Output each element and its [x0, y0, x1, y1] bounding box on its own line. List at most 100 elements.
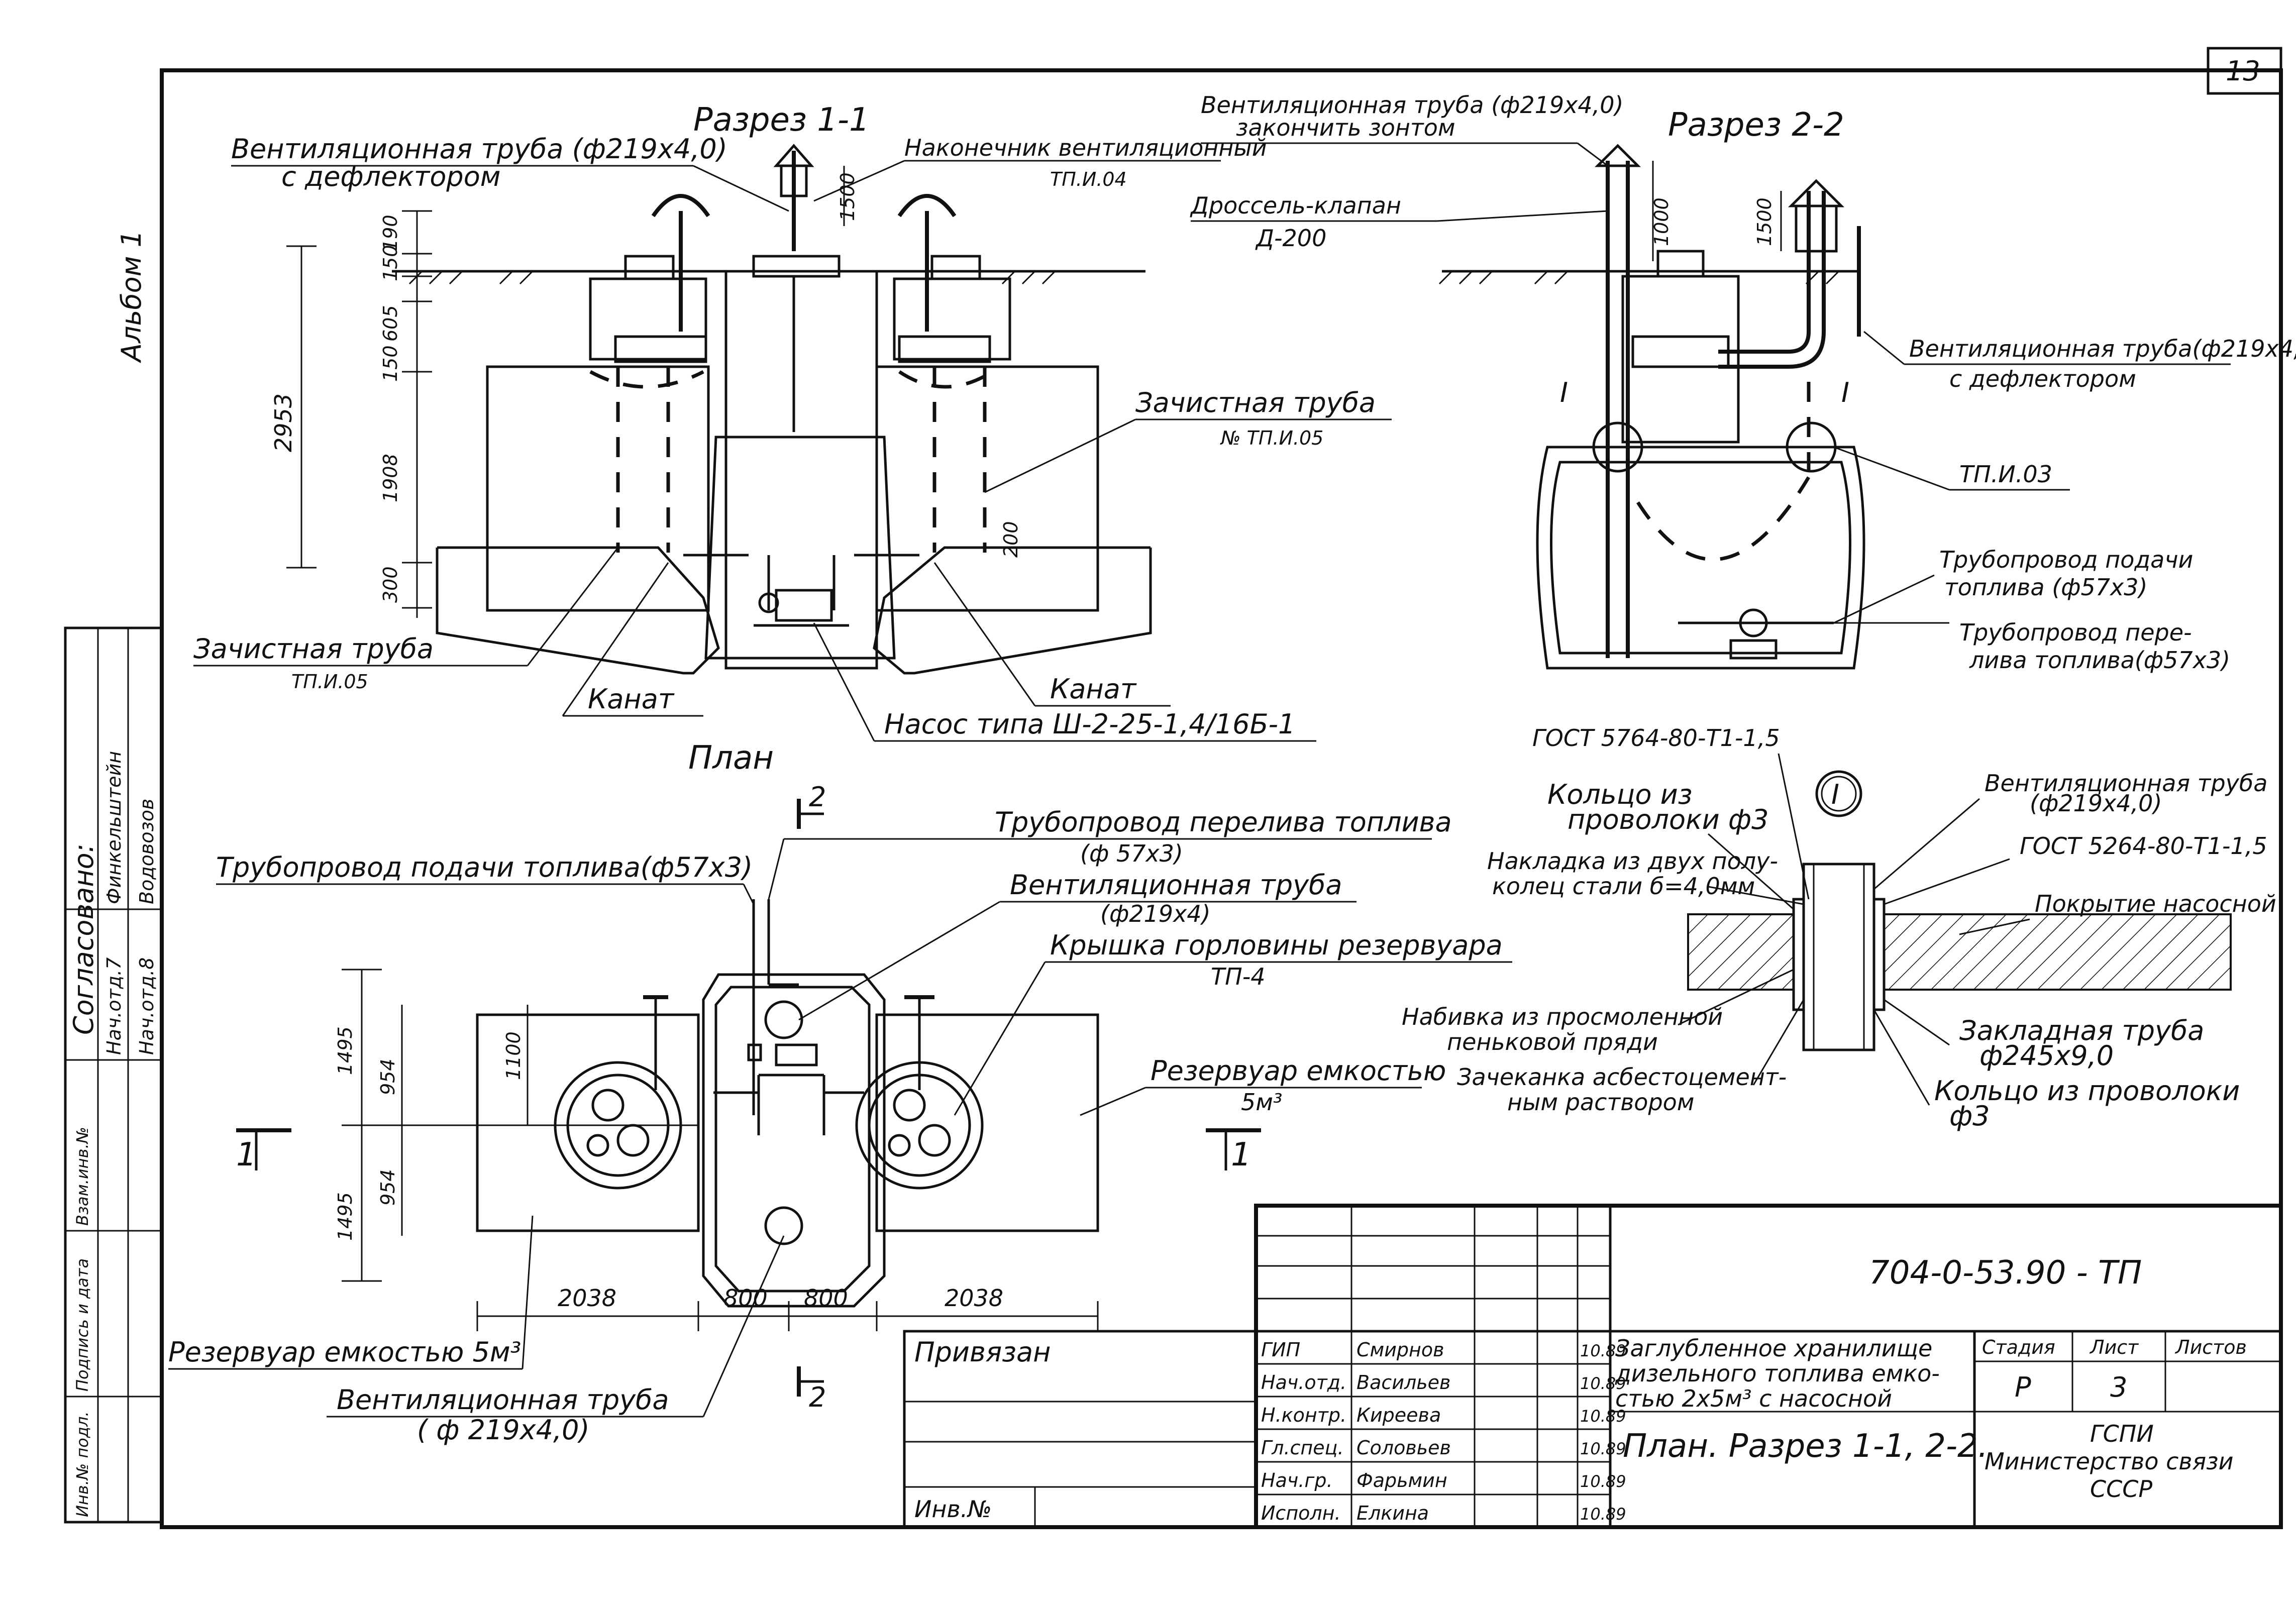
name-4: Соловьев: [1356, 1437, 1451, 1459]
dim-150a: 150: [379, 245, 401, 281]
org-line-3: СССР: [2090, 1475, 2152, 1503]
hatch-cover-code: ТП-4: [1211, 963, 1266, 990]
overflow-pipe-sub: лива топлива(ф57х3): [1969, 647, 2230, 674]
album-label: Альбом 1: [116, 230, 147, 363]
side-label-replace: Взам.инв.№: [73, 1127, 92, 1226]
rope-right-label: Канат: [1050, 673, 1137, 705]
name-5: Фарьмин: [1356, 1469, 1447, 1491]
section-1-1-title: Разрез 1-1: [693, 101, 870, 139]
sheet-title: План. Разрез 1-1, 2-2.: [1623, 1428, 1988, 1465]
dim-954-top: 954: [377, 1058, 399, 1095]
dim-1500-b: 1500: [1753, 197, 1776, 246]
vent-pipe-sub: с дефлектором: [281, 161, 500, 192]
date-5: 10.89: [1580, 1472, 1626, 1491]
vent-bottom-size: ( ф 219х4,0): [417, 1414, 590, 1446]
side-label-sign: Подпись и дата: [73, 1258, 92, 1392]
dim-300: 300: [379, 566, 401, 603]
ring-bottom-label: Кольцо из проволоки: [1934, 1075, 2240, 1107]
date-3: 10.89: [1580, 1407, 1626, 1426]
callout-right: I: [1841, 377, 1849, 408]
project-line-2: дизельного топлива емко-: [1615, 1360, 1940, 1387]
dim-1908: 1908: [379, 454, 401, 502]
cover-label: Покрытие насосной: [2035, 890, 2276, 917]
ring-top-sub: проволоки ф3: [1568, 804, 1768, 835]
dim-150b: 150: [379, 345, 401, 382]
sheet-header: Лист: [2089, 1336, 2139, 1358]
cut-1-left: 1: [236, 1136, 257, 1173]
pump-label: Насос типа Ш-2-25-1,4/16Б-1: [884, 708, 1295, 740]
name-6: Елкина: [1356, 1502, 1429, 1524]
dim-2038-left: 2038: [558, 1285, 616, 1312]
dim-1495-bottom: 1495: [334, 1192, 356, 1241]
dim-954-bottom: 954: [377, 1169, 399, 1206]
caulk-label: Зачеканка асбестоцемент-: [1457, 1063, 1787, 1091]
packing-sub: пеньковой пряди: [1447, 1028, 1658, 1055]
ring-bottom-sub: ф3: [1949, 1100, 1990, 1132]
project-line-1: Заглубленное хранилище: [1615, 1335, 1932, 1362]
dim-2953: 2953: [270, 393, 297, 452]
vent-tip-code: ТП.И.04: [1050, 168, 1127, 190]
approval-name-2: Водовозов: [136, 799, 158, 904]
overlay-sub: колец стали б=4,0мм: [1492, 873, 1755, 900]
approval-header: Согласовано:: [68, 843, 99, 1035]
section-2-2: Разрез 2-2 I I: [1190, 91, 2296, 674]
throttle-label: Дроссель-клапан: [1190, 192, 1401, 219]
feed-pipe-sub: топлива (ф57х3): [1944, 574, 2147, 601]
tank-right-size: 5м³: [1241, 1089, 1282, 1116]
date-2: 10.89: [1580, 1374, 1626, 1393]
doc-code: 704-0-53.90 - ТП: [1869, 1254, 2142, 1292]
ring-top-label: Кольцо из: [1547, 779, 1692, 810]
name-2: Васильев: [1356, 1371, 1450, 1394]
clean-pipe-left-label: Зачистная труба: [193, 633, 434, 665]
gost-top: ГОСТ 5764-80-Т1-1,5: [1532, 724, 1780, 752]
role-5: Нач.гр.: [1261, 1469, 1333, 1491]
dim-1495-top: 1495: [334, 1026, 356, 1075]
plan-vent-label: Вентиляционная труба: [1010, 869, 1342, 901]
caulk-sub: ным раствором: [1507, 1089, 1695, 1116]
clean-pipe-right-label: Зачистная труба: [1135, 387, 1376, 418]
vent-pipe-label: Вентиляционная труба (ф219х4,0): [231, 133, 727, 165]
dim-1100: 1100: [502, 1031, 525, 1080]
sheet-number: 13: [2226, 55, 2260, 87]
date-6: 10.89: [1580, 1505, 1626, 1524]
callout-left: I: [1560, 377, 1568, 408]
clean-pipe-left-code: ТП.И.05: [291, 671, 368, 693]
role-2: Нач.отд.: [1261, 1371, 1346, 1394]
role-6: Исполн.: [1261, 1502, 1341, 1524]
overlay-label: Накладка из двух полу-: [1487, 847, 1778, 875]
section-1-1: Разрез 1-1: [193, 101, 1392, 742]
org-line-2: Министерство связи: [1985, 1448, 2234, 1475]
dim-190: 190: [379, 215, 401, 251]
plan-overflow-label: Трубопровод перелива топлива: [995, 806, 1452, 838]
plan-vent-size: (ф219х4): [1100, 900, 1211, 927]
detail-vent-size: (ф219х4,0): [2030, 790, 2162, 817]
clean-pipe-right-code: № ТП.И.05: [1220, 427, 1323, 449]
feed-pipe-label: Трубопровод подачи: [1939, 546, 2193, 573]
tank-right-label: Резервуар емкостью: [1151, 1055, 1446, 1087]
approval-dept-1: Нач.отд.7: [103, 957, 125, 1055]
rope-left-label: Канат: [588, 683, 675, 715]
title-block: Привязан Инв.№ 704-0-53.90 - ТП ГИП Смир…: [903, 1204, 2283, 1529]
detail-I: I ГОСТ 5764-80-Т1-1,5 Кольцо из проволок…: [1402, 724, 2276, 1132]
date-1: 10.89: [1580, 1341, 1626, 1360]
inv-label: Инв.№: [914, 1496, 992, 1523]
vent-pipe-top-label: Вентиляционная труба (ф219х4,0): [1201, 91, 1623, 119]
section-2-2-title: Разрез 2-2: [1668, 106, 1844, 144]
plan-overflow-size: (ф 57х3): [1080, 840, 1183, 867]
project-line-3: стью 2х5м³ с насосной: [1615, 1385, 1892, 1412]
tp-code-label: ТП.И.03: [1959, 461, 2052, 488]
name-1: Смирнов: [1356, 1339, 1444, 1361]
date-4: 10.89: [1580, 1439, 1626, 1458]
dim-200: 200: [1000, 521, 1022, 558]
cut-2-bottom: 2: [809, 1381, 826, 1413]
gost-right: ГОСТ 5264-80-Т1-1,5: [2020, 832, 2267, 860]
tank-left-label: Резервуар емкостью 5м³: [168, 1336, 521, 1368]
plan-view: План 1: [168, 739, 1512, 1446]
dim-1000: 1000: [1650, 197, 1673, 246]
plan-title: План: [688, 739, 774, 777]
sheet-value: 3: [2110, 1371, 2127, 1403]
packing-label: Набивка из просмоленной: [1402, 1003, 1723, 1030]
cut-2-top: 2: [809, 781, 826, 813]
stage-header: Стадия: [1982, 1336, 2055, 1358]
